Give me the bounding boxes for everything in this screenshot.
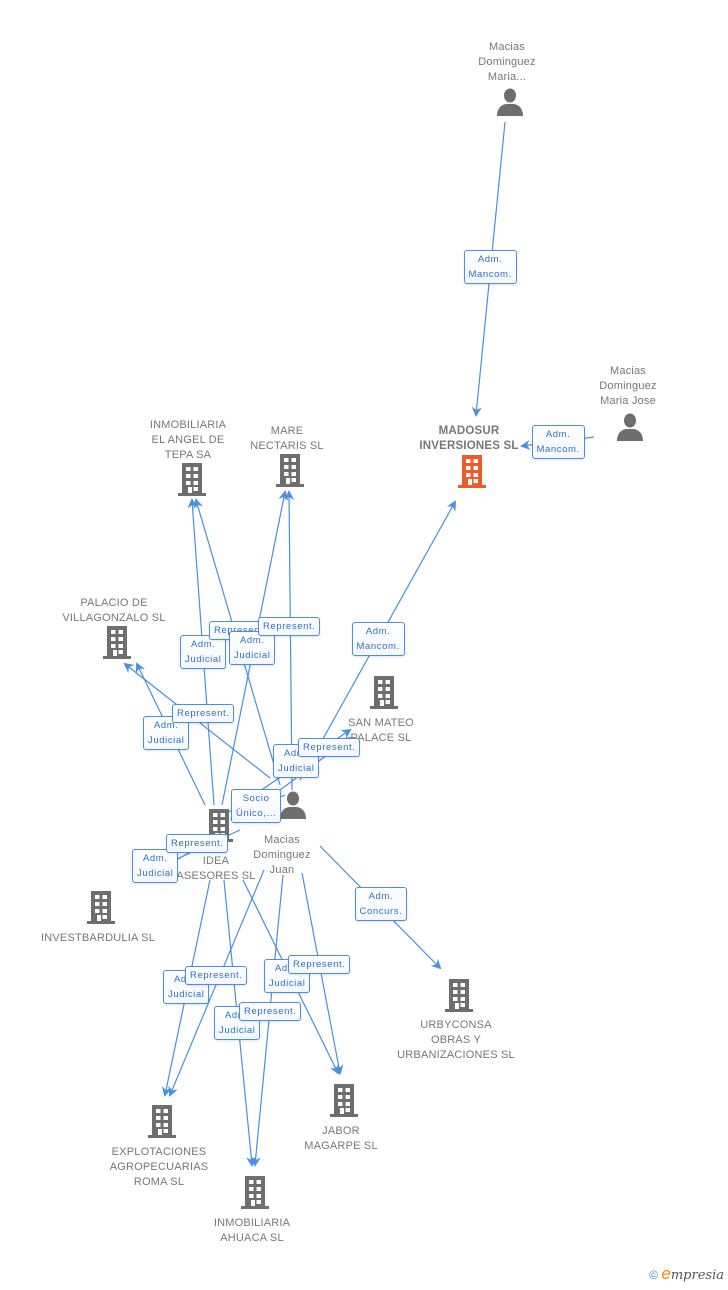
building-icon[interactable]: [86, 889, 116, 930]
building-icon[interactable]: [147, 1103, 177, 1144]
building-icon[interactable]: [275, 452, 305, 493]
node-label[interactable]: IDEA ASESORES SL: [176, 855, 256, 882]
node-label[interactable]: Macias Dominguez Maria...: [478, 41, 536, 83]
person-icon[interactable]: [278, 790, 308, 825]
edge-juan-to-mare: [284, 490, 295, 791]
node-label[interactable]: Macias Dominguez Maria Jose: [599, 365, 657, 407]
edge-label-juan-to-urbyconsa[interactable]: Adm. Concurs.: [354, 887, 408, 921]
empresia-logo-initial: e: [661, 1264, 671, 1283]
node-label[interactable]: EXPLOTACIONES AGROPECUARIAS ROMA SL: [109, 1146, 209, 1188]
building-icon[interactable]: [177, 461, 207, 502]
person-icon[interactable]: [495, 87, 525, 122]
building-icon[interactable]: [102, 624, 132, 665]
edge-label-idea-to-angel[interactable]: Adm. Judicial: [180, 635, 227, 669]
node-label[interactable]: PALACIO DE VILLAGONZALO SL: [62, 597, 166, 624]
node-label[interactable]: Macias Dominguez Juan: [253, 834, 311, 876]
building-icon[interactable]: [444, 977, 474, 1018]
edge-label-juan-to-jabor[interactable]: Represent.: [288, 954, 351, 974]
building-icon[interactable]: [457, 453, 487, 494]
node-label[interactable]: INMOBILIARIA EL ANGEL DE TEPA SA: [149, 419, 227, 461]
edge-label-maria-to-madosur[interactable]: Adm. Mancom.: [463, 250, 517, 284]
node-label[interactable]: SAN MATEO PALACE SL: [348, 717, 414, 744]
edge-label-juan-to-ahuaca[interactable]: Represent.: [239, 1001, 302, 1021]
edge-label-juan-to-investbardulia[interactable]: Represent.: [166, 833, 229, 853]
node-label[interactable]: MADOSUR INVERSIONES SL: [419, 425, 519, 452]
node-label[interactable]: INVESTBARDULIA SL: [40, 932, 156, 944]
node-label[interactable]: MARE NECTARIS SL: [250, 425, 324, 452]
edge-label-idea-to-mare[interactable]: Adm. Judicial: [229, 631, 276, 665]
edge-label-juan-to-sanmateo[interactable]: Represent.: [298, 737, 361, 757]
edge-label-mariajose-to-madosur[interactable]: Adm. Mancom.: [531, 425, 585, 459]
edge-label-juan-to-explotaciones[interactable]: Represent.: [185, 965, 248, 985]
copyright-symbol: ©: [649, 1268, 659, 1282]
building-icon[interactable]: [240, 1174, 270, 1215]
edge-label-juan-to-idea[interactable]: Socio Único,...: [231, 789, 282, 823]
person-icon[interactable]: [615, 412, 645, 447]
node-label[interactable]: JABOR MAGARPE SL: [304, 1125, 378, 1152]
node-label[interactable]: URBYCONSA OBRAS Y URBANIZACIONES SL: [397, 1019, 515, 1061]
edge-label-idea-to-investbardulia[interactable]: Adm. Judicial: [132, 849, 179, 883]
empresia-logo-text: mpresia: [670, 1268, 724, 1283]
edge-label-juan-to-madosur[interactable]: Adm. Mancom.: [351, 622, 405, 656]
footer-credit: © empresia: [649, 1264, 724, 1284]
node-label[interactable]: INMOBILIARIA AHUACA SL: [213, 1217, 291, 1244]
edge-label-juan-to-mare[interactable]: Represent.: [258, 616, 321, 636]
building-icon[interactable]: [329, 1082, 359, 1123]
edge-label-juan-to-palacio[interactable]: Represent.: [172, 703, 235, 723]
building-icon[interactable]: [369, 674, 399, 715]
